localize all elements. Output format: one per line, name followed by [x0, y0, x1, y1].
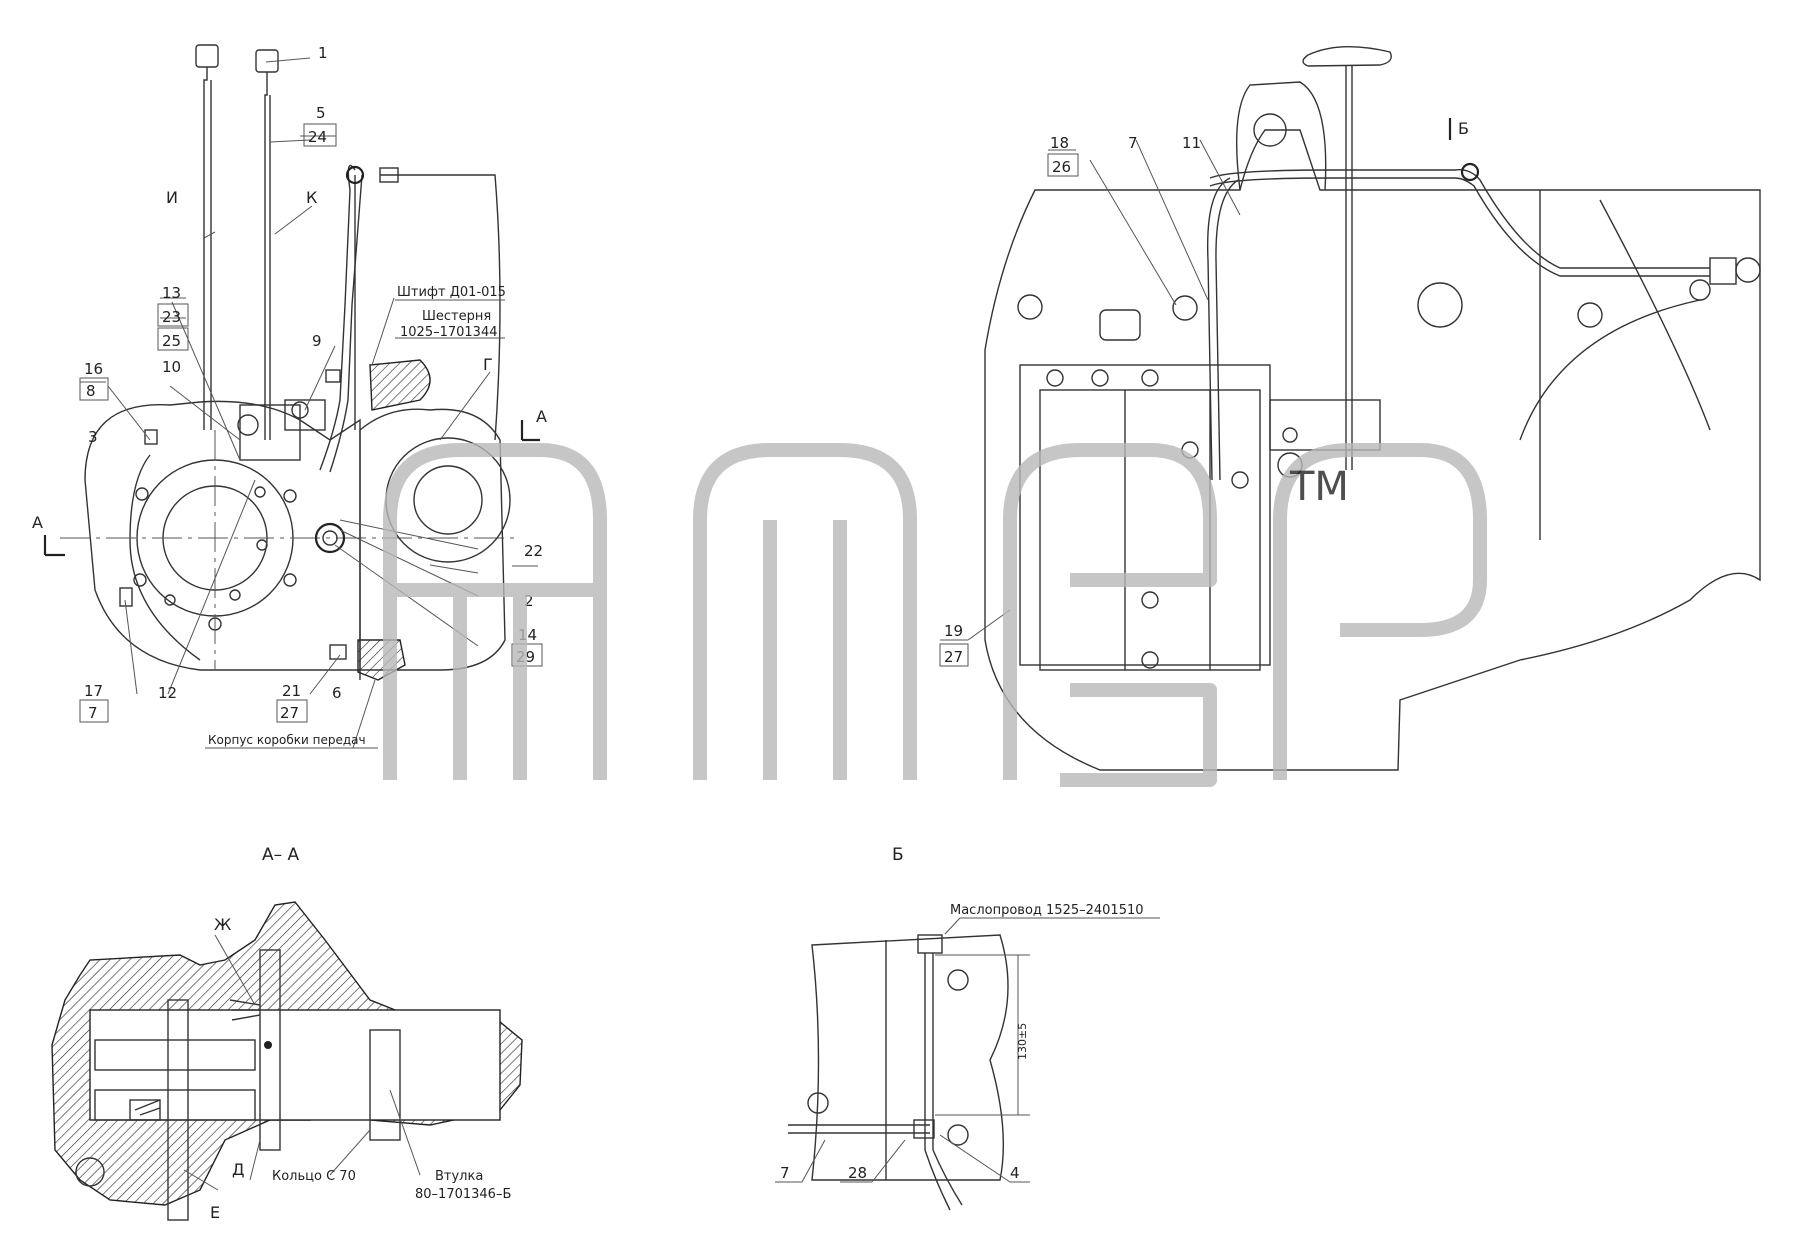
callout-12: 12: [158, 684, 177, 702]
section-aa-view: А– А Ж Д Е Кольцо С 70 Втулка 80–1701346…: [51, 845, 523, 1222]
label-letter-zh: Ж: [214, 915, 231, 934]
label-gear-number: 1025–1701344: [400, 325, 497, 340]
callout-25: 25: [162, 332, 181, 350]
right-view: 18 26 7 11 Б 19 27: [939, 46, 1761, 771]
callout-7-left: 7: [88, 704, 98, 722]
callout-18: 18: [1050, 134, 1069, 152]
callout-16: 16: [84, 360, 103, 378]
left-view: 1 5 24 И К 13 23 25 16 8 10 9 3 А А Штиф…: [32, 44, 547, 749]
view-b: Б 130±5 Маслопровод 1525–2401510 7 28 4: [775, 845, 1160, 1211]
watermark-tm: ТМ: [1289, 464, 1349, 510]
label-letter-i: И: [166, 188, 178, 207]
label-housing: Корпус коробки передач: [208, 733, 366, 747]
callout-24: 24: [308, 128, 327, 146]
label-bushing-name: Втулка: [435, 1169, 483, 1184]
callout-27-right: 27: [944, 648, 963, 666]
label-oil-line: Маслопровод 1525–2401510: [950, 903, 1144, 918]
label-letter-g: Г: [483, 355, 493, 374]
callout-11: 11: [1182, 134, 1201, 152]
label-gear-name: Шестерня: [422, 309, 491, 324]
callout-3: 3: [88, 428, 98, 446]
label-ring: Кольцо С 70: [272, 1169, 356, 1184]
callout-10: 10: [162, 358, 181, 376]
callout-23: 23: [162, 308, 181, 326]
callout-19: 19: [944, 622, 963, 640]
callout-4: 4: [1010, 1164, 1020, 1182]
callout-9: 9: [312, 332, 322, 350]
section-mark-a-right: А: [536, 407, 547, 426]
callout-27-left: 27: [280, 704, 299, 722]
label-letter-e: Е: [210, 1203, 220, 1222]
section-mark-b: Б: [1458, 119, 1469, 138]
callout-17: 17: [84, 682, 103, 700]
callout-8: 8: [86, 382, 96, 400]
dimension-130: 130±5: [1016, 1023, 1029, 1060]
callout-6: 6: [332, 684, 342, 702]
callout-21: 21: [282, 682, 301, 700]
view-b-title: Б: [892, 845, 904, 865]
section-mark-a-left: А: [32, 513, 43, 532]
callout-22: 22: [524, 542, 543, 560]
callout-26: 26: [1052, 158, 1071, 176]
callout-28: 28: [848, 1164, 867, 1182]
callout-1: 1: [318, 44, 328, 62]
label-pin: Штифт Д01-015: [397, 285, 506, 300]
label-bushing-number: 80–1701346–Б: [415, 1187, 511, 1202]
callout-5: 5: [316, 104, 326, 122]
callout-13: 13: [162, 284, 181, 302]
section-aa-title: А– А: [262, 845, 300, 865]
callout-7-b: 7: [780, 1164, 790, 1182]
label-letter-d: Д: [232, 1160, 245, 1179]
watermark-logo: ТМ: [383, 443, 1487, 787]
callout-7-right: 7: [1128, 134, 1138, 152]
label-letter-k: К: [306, 188, 318, 207]
callout-2: 2: [524, 592, 534, 610]
